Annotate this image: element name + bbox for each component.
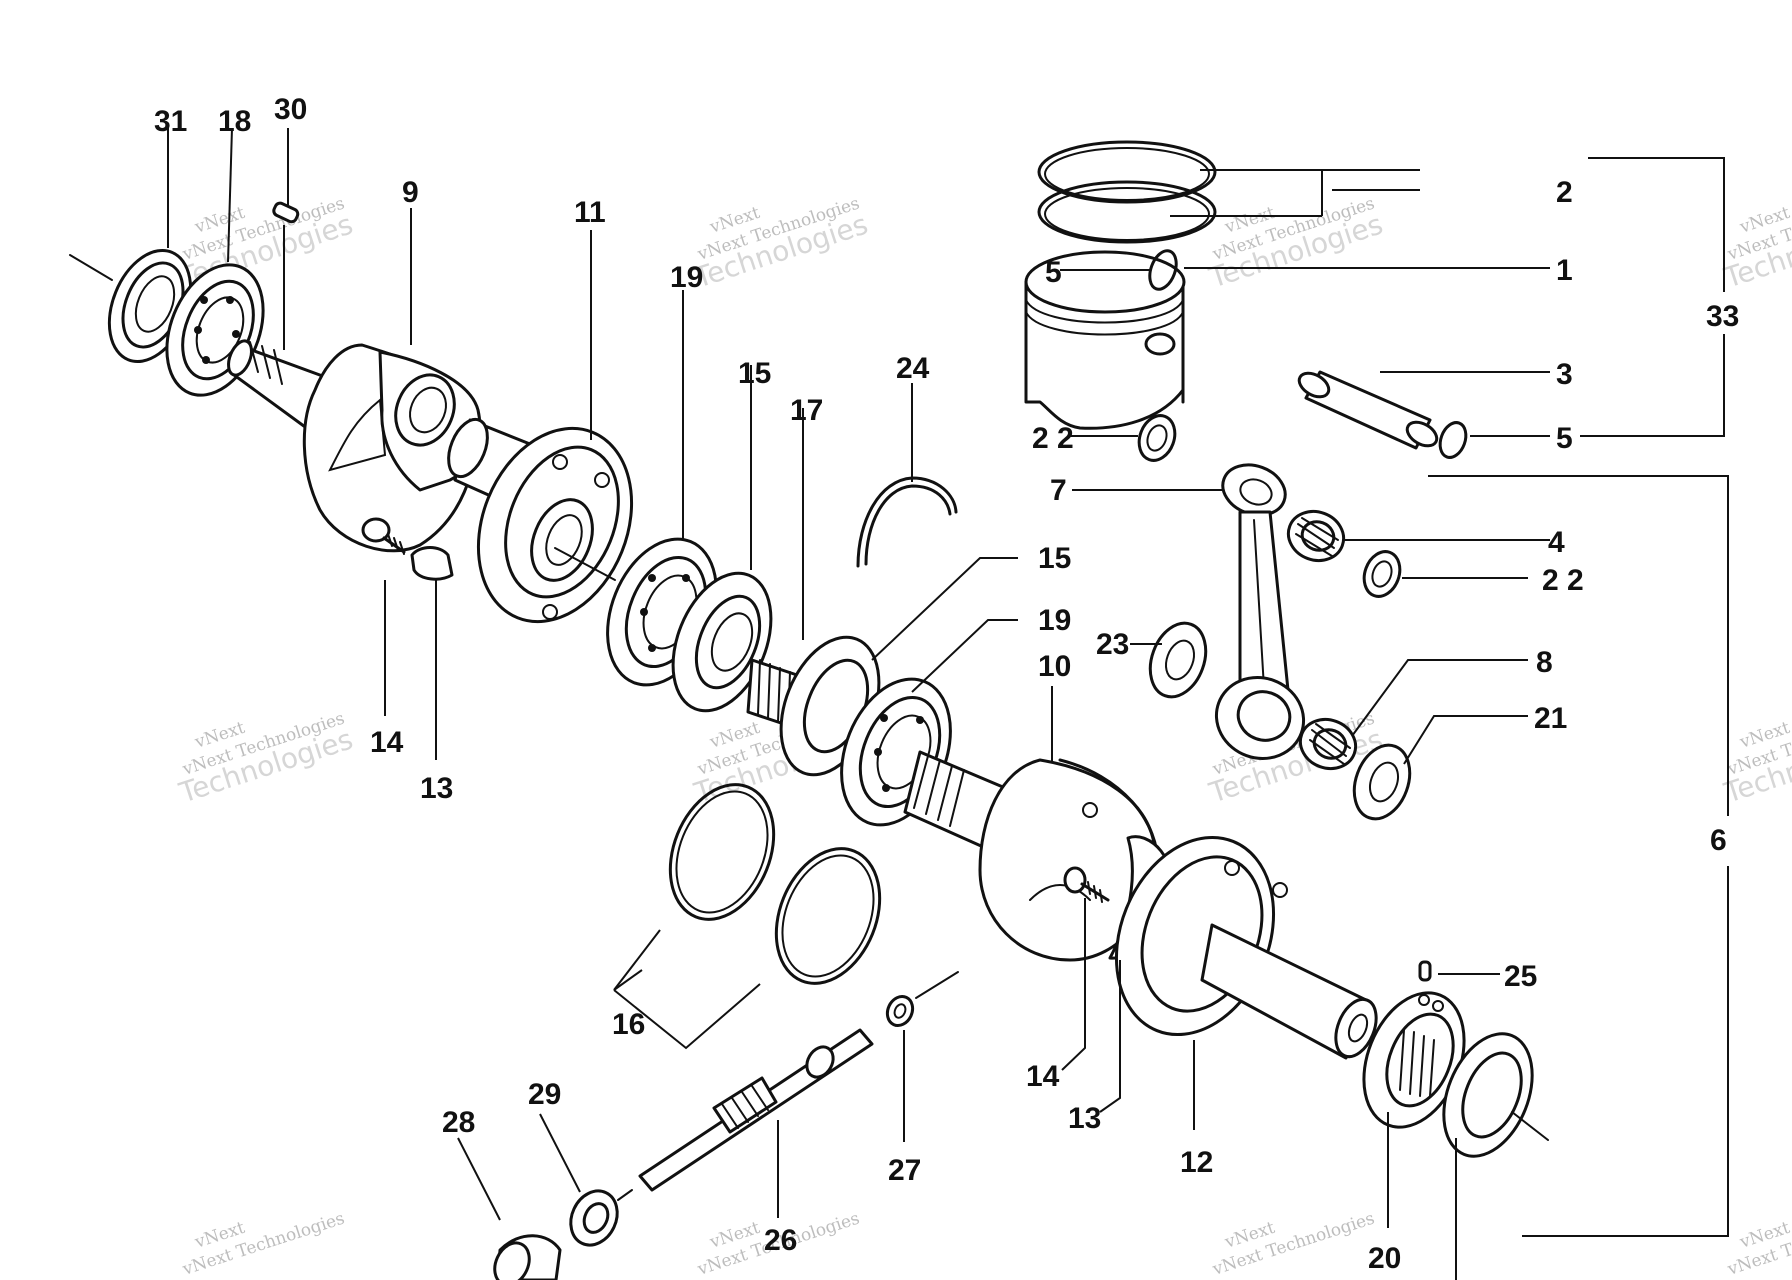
callout-18: 18	[218, 105, 251, 138]
callout-26: 26	[764, 1224, 797, 1257]
callout-6: 6	[1710, 824, 1727, 857]
leader-lines	[167, 127, 1550, 1280]
gear-cap	[493, 1234, 562, 1280]
callout-28: 28	[442, 1106, 475, 1139]
callout-19-lower: 19	[1038, 604, 1071, 637]
callout-29: 29	[528, 1078, 561, 1111]
callout-5-upper: 5	[1045, 256, 1062, 289]
big-end-bearing	[1298, 717, 1358, 771]
watermark: vNext vNext Technologies Technologies	[175, 194, 357, 295]
lower-piston-ring-a	[668, 783, 776, 921]
callout-12: 12	[1180, 1146, 1213, 1179]
callout-15-lower: 15	[1038, 542, 1071, 575]
connecting-rod	[1214, 463, 1306, 760]
crank-washer	[1148, 621, 1208, 699]
watermark: vNext vNext Technologies Technologies	[175, 709, 357, 810]
callout-5-lower: 5	[1556, 422, 1573, 455]
callout-1: 1	[1556, 254, 1573, 287]
piston-pin-clip-right	[1438, 421, 1468, 459]
dowel-pin-right	[1063, 866, 1110, 903]
callout-3: 3	[1556, 358, 1573, 391]
left-crank-web	[476, 426, 634, 624]
oil-seal-right	[1442, 1032, 1534, 1158]
callout-16: 16	[612, 1008, 645, 1041]
big-end-washer	[1352, 743, 1412, 821]
callout-19-upper: 19	[670, 261, 703, 294]
parts-layer	[69, 140, 1549, 1280]
dowel-pin-left	[361, 517, 406, 555]
callout-10: 10	[1038, 650, 1071, 683]
lower-piston-ring-b	[774, 847, 882, 985]
callout-31: 31	[154, 105, 187, 138]
watermark: vNext vNext Technologies Technologies	[690, 194, 872, 295]
callout-13-right: 13	[1068, 1102, 1101, 1135]
drive-gear-washer	[885, 994, 915, 1028]
callout-23: 23	[1096, 628, 1129, 661]
assembly-brackets	[1428, 157, 1729, 1237]
piston	[1024, 250, 1186, 430]
woodruff-key-right	[1418, 960, 1432, 982]
piston-pin	[1297, 370, 1439, 450]
thrust-washer-upper	[1137, 414, 1177, 462]
right-crank-wheel	[978, 758, 1160, 962]
woodruff-key	[272, 201, 300, 224]
callout-15-upper: 15	[738, 357, 771, 390]
watermark: vNext vNext Technologies Technologies	[1720, 194, 1792, 295]
callout-17: 17	[790, 394, 823, 427]
callout-25: 25	[1504, 960, 1537, 993]
locator-left	[410, 546, 454, 581]
right-axis-line	[1511, 1111, 1549, 1141]
piston-ring-set	[1037, 140, 1217, 244]
callout-22-lower: 2 2	[1542, 564, 1584, 597]
watermark: vNext vNext Technologies Technologies	[1720, 709, 1792, 810]
gear-axis-line	[915, 971, 959, 999]
small-end-bearing	[1286, 509, 1346, 563]
callout-27: 27	[888, 1154, 921, 1187]
callout-33: 33	[1706, 300, 1739, 333]
piston-pin-clip-left	[1148, 249, 1178, 291]
callout-14-right: 14	[1026, 1060, 1060, 1093]
callout-24: 24	[896, 352, 930, 385]
callout-labels: 31 18 30 9 11 19 15 17 24 15 19 10 2 1 5…	[154, 93, 1739, 1275]
right-crank-web	[1114, 835, 1378, 1060]
callout-4: 4	[1548, 526, 1565, 559]
thrust-washer-lower	[1362, 550, 1402, 598]
watermark: vNext vNext Technologies	[1209, 1209, 1377, 1280]
left-axis-line	[69, 254, 113, 281]
callout-2: 2	[1556, 176, 1573, 209]
crank-seal-left	[671, 571, 773, 713]
callout-9: 9	[402, 176, 419, 209]
callout-22-upper: 2 2	[1032, 422, 1074, 455]
circlip	[856, 476, 958, 568]
gear-bushing	[569, 1189, 619, 1247]
callout-21: 21	[1534, 702, 1567, 735]
callout-14-left: 14	[370, 726, 404, 759]
callout-7: 7	[1050, 474, 1067, 507]
callout-30: 30	[274, 93, 307, 126]
bushing-axis-line	[617, 1189, 633, 1201]
callout-8: 8	[1536, 646, 1553, 679]
watermark: vNext vNext Technologies	[179, 1209, 347, 1280]
callout-11: 11	[574, 196, 606, 229]
callout-13-left: 13	[420, 772, 453, 805]
drive-gear-shaft	[638, 1028, 874, 1192]
callout-20: 20	[1368, 1242, 1401, 1275]
